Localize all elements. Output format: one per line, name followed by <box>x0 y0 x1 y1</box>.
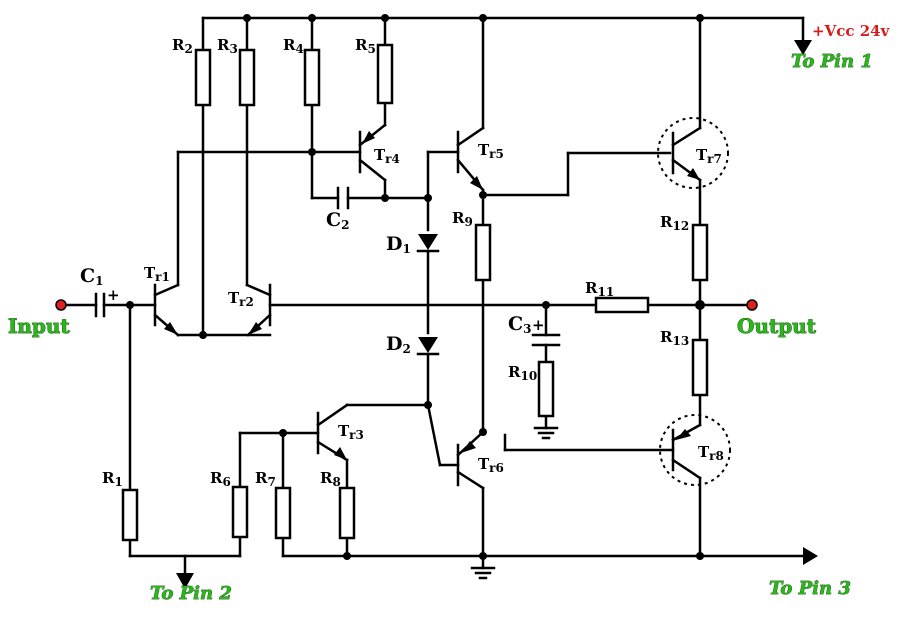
tr8-label: T <box>698 443 710 461</box>
svg-text:Tr6: Tr6 <box>478 455 504 475</box>
svg-text:R5: R5 <box>355 36 376 56</box>
c3-label: C <box>508 313 523 335</box>
svg-text:Tr8: Tr8 <box>698 443 724 463</box>
r10-label: R <box>508 363 521 381</box>
svg-text:D1: D1 <box>386 233 411 256</box>
c1-polarity: + <box>107 286 120 304</box>
svg-text:R13: R13 <box>660 328 689 348</box>
c2-label: C <box>326 209 341 231</box>
output-terminal[interactable] <box>746 299 758 311</box>
resistor-r10 <box>537 360 555 418</box>
resistor-r6 <box>231 485 249 539</box>
resistor-r11 <box>594 296 650 314</box>
resistor-r2 <box>194 48 212 107</box>
svg-text:Tr1: Tr1 <box>144 264 170 284</box>
tr2-label: T <box>228 289 240 307</box>
resistor-r7 <box>274 486 292 540</box>
svg-text:R12: R12 <box>660 213 689 233</box>
r3-label: R <box>217 36 230 54</box>
svg-text:C2: C2 <box>326 209 349 232</box>
resistor-r12 <box>691 223 709 282</box>
resistor-r9 <box>474 223 492 282</box>
ground-symbols <box>470 426 559 580</box>
resistor-r5 <box>376 43 394 105</box>
wires <box>61 16 805 577</box>
input-label: Input <box>8 314 70 338</box>
svg-text:R9: R9 <box>452 209 473 229</box>
svg-text:R10: R10 <box>508 363 537 383</box>
svg-text:R4: R4 <box>283 36 304 56</box>
tr1-label: T <box>144 264 156 282</box>
r6-label: R <box>210 469 223 487</box>
r7-label: R <box>255 469 268 487</box>
svg-text:R7: R7 <box>255 469 276 489</box>
diode-d2 <box>416 337 440 356</box>
transistor-tr1 <box>153 283 180 337</box>
resistors <box>121 43 709 542</box>
r13-label: R <box>660 328 673 346</box>
svg-text:R6: R6 <box>210 469 231 489</box>
pin1-label: To Pin 1 <box>791 51 873 72</box>
r8-label: R <box>320 469 333 487</box>
svg-text:R1: R1 <box>102 469 123 489</box>
svg-text:C3: C3 <box>508 313 531 336</box>
svg-text:Tr7: Tr7 <box>696 146 722 166</box>
resistor-r8 <box>338 486 356 540</box>
svg-text:Tr4: Tr4 <box>374 146 400 166</box>
tr6-label: T <box>478 455 490 473</box>
r5-label: R <box>355 36 368 54</box>
capacitor-c1 <box>94 292 106 318</box>
resistor-r13 <box>691 338 709 397</box>
transistor-tr6 <box>456 430 485 490</box>
pin3-label: To Pin 3 <box>769 578 851 599</box>
r12-label: R <box>660 213 673 231</box>
junction-dots <box>126 14 705 560</box>
component-labels: R2 R3 R4 R5 R9 R12 R11 R13 R10 R1 R6 R7 … <box>80 36 724 489</box>
c1-label: C <box>80 265 95 287</box>
tr4-label: T <box>374 146 386 164</box>
svg-text:C1: C1 <box>80 265 103 288</box>
pin2-label: To Pin 2 <box>150 583 232 604</box>
r2-label: R <box>172 36 185 54</box>
transistor-tr8 <box>659 414 731 486</box>
supply-label: +Vcc 24v <box>812 22 891 40</box>
svg-text:R3: R3 <box>217 36 238 56</box>
svg-text:Tr3: Tr3 <box>338 422 364 442</box>
svg-text:Tr2: Tr2 <box>228 289 254 309</box>
resistor-r3 <box>238 48 256 107</box>
r11-label: R <box>585 279 598 297</box>
transistor-tr5 <box>456 126 485 192</box>
transistor-tr4 <box>358 123 387 182</box>
pin-arrows <box>176 40 818 589</box>
input-terminal[interactable] <box>55 299 67 311</box>
svg-text:R8: R8 <box>320 469 341 489</box>
d2-label: D <box>386 333 402 355</box>
svg-text:R11: R11 <box>585 279 614 299</box>
transistor-tr7 <box>657 117 729 189</box>
capacitor-c3 <box>531 333 561 347</box>
transistor-tr2 <box>245 283 272 337</box>
svg-text:D2: D2 <box>386 333 411 356</box>
svg-text:R2: R2 <box>172 36 193 56</box>
r1-label: R <box>102 469 115 487</box>
tr7-label: T <box>696 146 708 164</box>
r9-label: R <box>452 209 465 227</box>
d1-label: D <box>386 233 402 255</box>
tr3-label: T <box>338 422 350 440</box>
output-label: Output <box>737 314 817 338</box>
svg-text:Tr5: Tr5 <box>478 141 504 161</box>
diode-d1 <box>416 234 440 253</box>
r4-label: R <box>283 36 296 54</box>
transistor-tr3 <box>316 403 349 462</box>
tr5-label: T <box>478 141 490 159</box>
resistor-r1 <box>121 488 139 542</box>
capacitor-c2 <box>336 186 350 210</box>
resistor-r4 <box>303 48 321 107</box>
c3-polarity: + <box>532 316 545 334</box>
